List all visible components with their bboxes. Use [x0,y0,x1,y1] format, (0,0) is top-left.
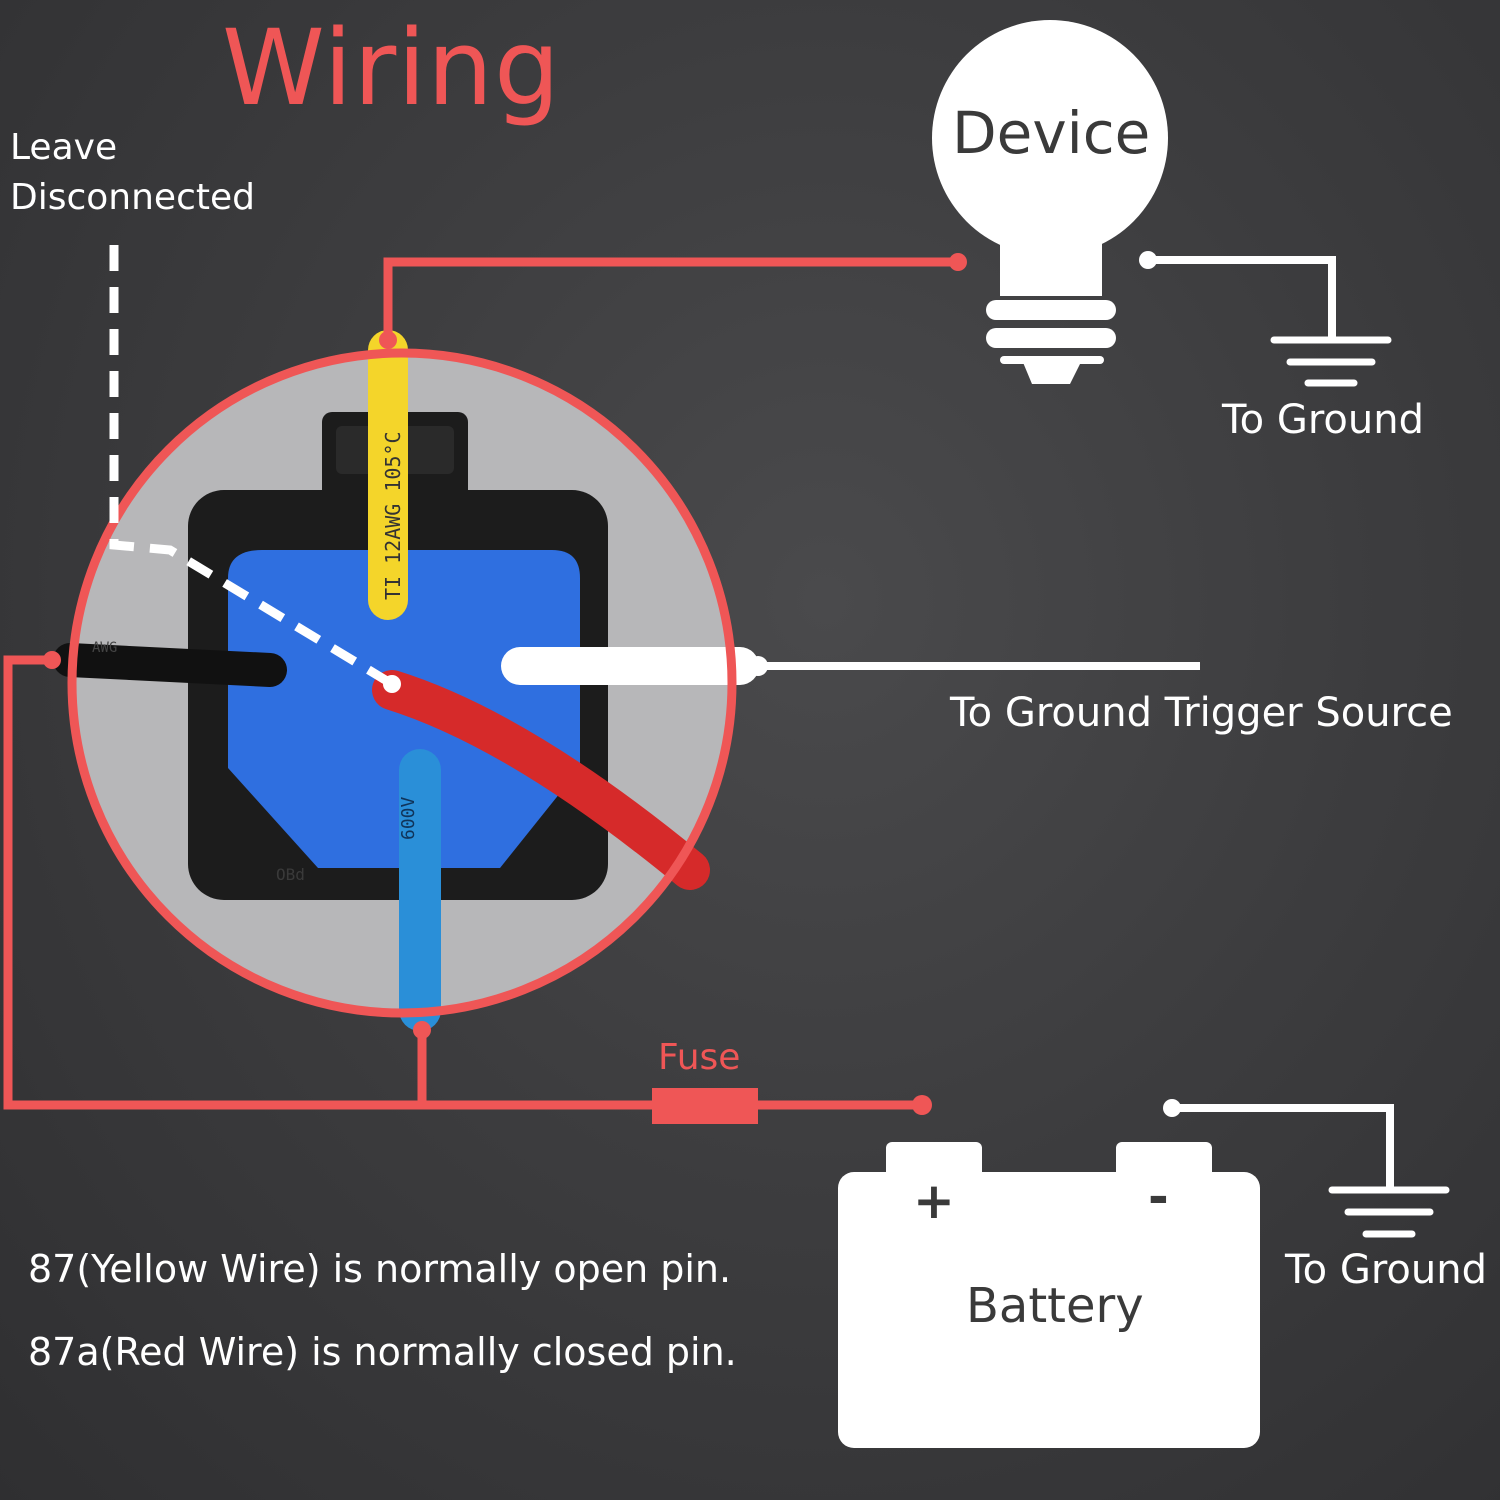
note-pin87a: 87a(Red Wire) is normally closed pin. [28,1330,737,1374]
diagram-title: Wiring [222,7,562,129]
device-terminal [949,253,967,271]
device-label: Device [952,99,1151,167]
black-wire [53,643,287,687]
trigger-source-label: To Ground Trigger Source [950,690,1453,736]
pin30-to-battery-wire [3,655,920,1110]
fuse-label: Fuse [658,1037,741,1078]
red-circuit [3,257,958,1110]
battery-ground-label: To Ground [1285,1247,1487,1293]
device-ground-terminal [1139,251,1157,269]
battery-plus-label: + [913,1172,955,1230]
relay-circle-outline [67,348,737,1018]
ground-symbol-icon [1270,336,1392,387]
battery-minus-label: - [1148,1168,1169,1226]
red-wire [372,670,710,890]
relay-photo: TI 12AWG 105°C 600V AWG OBd [53,330,759,1031]
leave-disconnected-dashed-line [109,245,395,688]
battery-minus-terminal [1163,1099,1181,1117]
leave-disconnected-label-line2: Disconnected [10,177,255,218]
pin85-junction [413,1021,431,1039]
battery-plus-terminal [912,1095,932,1115]
pin87a-terminal [383,675,401,693]
trigger-terminal [748,656,768,676]
note-pin87: 87(Yellow Wire) is normally open pin. [28,1247,732,1291]
battery-ground-wire [1172,1104,1394,1190]
relay-base-print: OBd [276,865,305,884]
light-bulb-icon [932,20,1168,384]
battery-icon [838,1142,1260,1448]
pin87-junction [379,331,397,349]
yellow-wire-print: TI 12AWG 105°C [381,431,405,600]
black-wire-print: AWG [92,640,117,656]
device-ground-label: To Ground [1222,397,1424,443]
pin30-junction [43,651,61,669]
ground-symbol-icon [1328,1186,1450,1238]
blue-wire-print: 600V [398,796,419,840]
device-ground-wire [1148,256,1336,338]
white-ground-lines [760,256,1394,1190]
leave-disconnected-label-line1: Leave [10,127,118,168]
battery-label: Battery [966,1278,1144,1334]
pin87-to-device-wire [383,257,958,340]
fuse-symbol [652,1088,758,1124]
